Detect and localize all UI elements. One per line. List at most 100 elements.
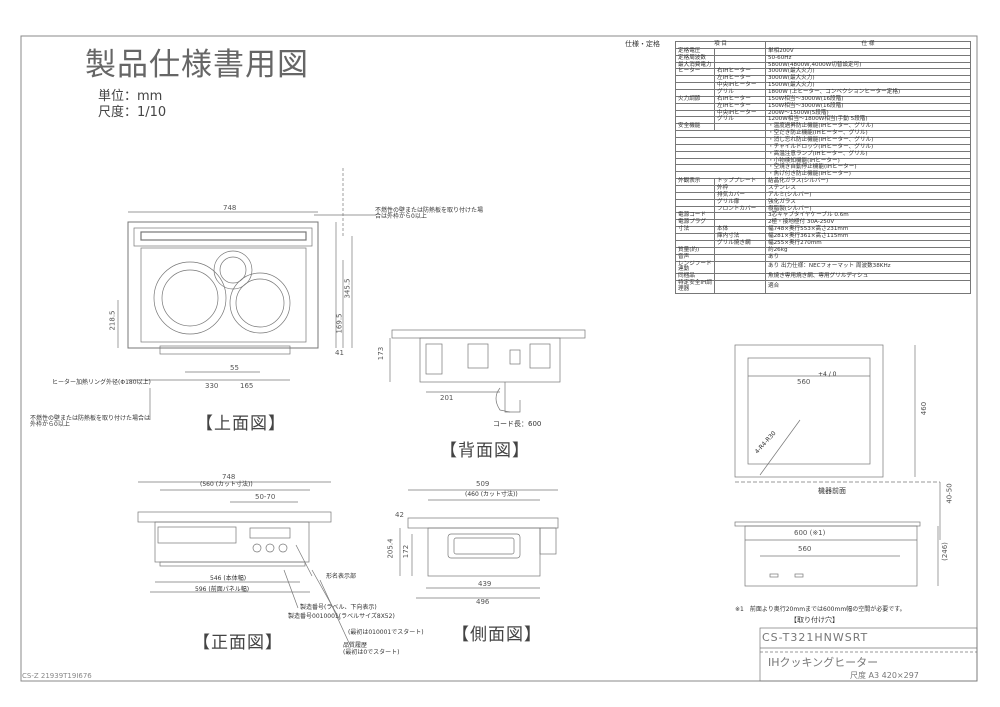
spec-subitem-cell [714,212,766,221]
dim-side-h3: 172 [402,544,411,559]
dim-top-d3: 169.5 [335,313,344,334]
lot-start-note: (最初は0でスタート) [343,649,400,656]
spec-subitem-cell [714,273,766,282]
dim-top-w2: 165 [240,382,254,390]
spec-item-cell: 外観表示 [675,178,715,187]
document-number: CS-Z 21939T19I676 [22,672,92,680]
spec-value-cell: 適合 [765,280,971,294]
dim-top-d1: 218.5 [108,310,117,331]
dim-front-cut: (560 (カット寸法)) [200,481,253,488]
dim-side-b: 496 [476,598,490,606]
spec-row: 質量(約)約26kg [675,246,971,255]
dim-top-w1: 330 [205,382,219,390]
dim-side-top: 509 [476,480,490,488]
spec-item-cell: ヒーター [675,68,715,77]
unit-label: 単位：mm [98,89,163,104]
cutout-drawing [734,344,941,587]
spec-item-cell: 寸法 [675,226,715,235]
spec-value-cell: 50-60Hz [765,54,971,63]
spec-value-cell: あり 出力仕様：NECフォーマット 周波数38KHz [765,260,971,275]
spec-item-cell [675,143,766,152]
spec-title: 仕様・定格 [625,40,660,48]
serial-number-note: 製造番号0010001(ラベルサイズ8X52) [288,613,395,620]
spec-item-cell [675,191,715,200]
serial-start-note: (最初は010001でスタート) [348,629,424,636]
back-view-label: 【背面図】 [440,441,530,461]
top-view-label: 【上面図】 [196,414,286,434]
title-block-name: IHクッキングヒーター [768,656,879,669]
dim-top-w3: 55 [230,364,239,372]
dim-back-height: 173 [377,346,386,361]
dim-cut-height: (246) [940,542,949,561]
cord-length-note: コード長：600 [493,420,542,428]
cutout-view-label: 【取り付け穴】 [790,616,839,624]
sheet-border [20,35,978,682]
dim-cut-tolerance: +4 / 0 [818,371,837,378]
spec-subitem-cell [714,253,766,262]
front-view-label: 【正面図】 [193,633,283,653]
spec-item-cell: 特定安全IH調理器 [675,280,715,294]
dim-cut-width: 560 [797,378,811,386]
spec-subitem-cell [714,123,766,132]
spec-subitem-cell [714,246,766,255]
dim-side-a: 439 [478,580,492,588]
spec-item-cell [675,185,715,193]
spec-value-cell: 約26kg [765,246,971,255]
spec-item-cell [675,82,715,91]
dim-cut-width-600: 600 (※1) [794,529,826,537]
dim-front-a: 50-70 [255,493,276,501]
heater-offset-note: ヒーター加熱リング外径(Φ180以上) [52,379,151,386]
dim-top-width: 748 [223,204,237,212]
spec-subitem-cell: グリル [714,116,766,125]
spec-item-cell [675,75,715,84]
spec-value-cell: 幅255×奥行270mm [765,239,971,248]
drawing-title: 製品仕様書用図 [85,47,309,83]
spec-subitem-cell [714,54,766,63]
spec-subitem-cell [714,280,766,294]
spec-row: 特定安全IH調理器 適合 [675,280,971,294]
spec-item-cell [675,150,766,159]
dim-side-h2: 205.4 [386,538,395,559]
dim-front-c: 596 (前面パネル幅) [195,586,250,593]
dim-top-d2: 345.5 [343,278,352,299]
wall-note-top: 不燃性の壁または防熱板を取り付けた場合は外枠から0以上 [375,207,484,220]
spec-item-cell [675,109,715,118]
spec-item-cell: レンジフード連動 [675,260,715,275]
spec-item-cell: 音声 [675,253,715,262]
spec-subitem-cell [714,47,766,56]
spec-header-cell: 仕 様 [765,41,971,49]
spec-row: 音声あり [675,253,971,262]
spec-subitem-cell [714,260,766,275]
spec-row: レンジフード連動 あり 出力仕様：NECフォーマット 周波数38KHz [675,260,971,275]
side-view-label: 【側面図】 [452,625,542,645]
spec-item-cell [675,137,766,145]
spec-item-cell: 安全機能 [675,123,715,132]
spec-item-cell [675,102,715,111]
spec-value-cell: アルミ(シルバー) [765,191,971,200]
spec-item-cell [675,130,766,139]
spec-item-cell [675,157,766,166]
top-view-drawing [117,168,376,420]
dim-top-d4: 41 [335,349,344,357]
label-area-note: 形名表示部 [326,573,357,580]
scale-label: 尺度：1/10 [98,105,167,120]
spec-value-cell: 魚焼き専用焼き網、専用グリルディシュ [765,273,971,282]
serial-label-note: 製造番号(ラベル、下向表示) [300,604,377,611]
dim-front-width: 748 [222,473,236,481]
dim-side-h1: 42 [395,511,404,519]
dim-side-cut: (460 (カット寸法)) [465,491,518,498]
spec-row: 同梱品魚焼き専用焼き網、専用グリルディシュ [675,273,971,282]
spec-row: グリル焼き網幅255×奥行270mm [675,239,971,248]
title-block-scale: 尺度 A3 420×297 [850,671,919,680]
spec-subitem-cell: フロントカバー [714,205,766,214]
front-view-drawing [137,481,351,646]
dim-cut-gap: 40-50 [945,483,954,504]
spec-subitem-cell: グリル焼き網 [714,239,766,248]
spec-value-cell: 結晶化ガラス(シルバー) [765,178,971,187]
dim-cut-depth: 460 [920,401,929,416]
